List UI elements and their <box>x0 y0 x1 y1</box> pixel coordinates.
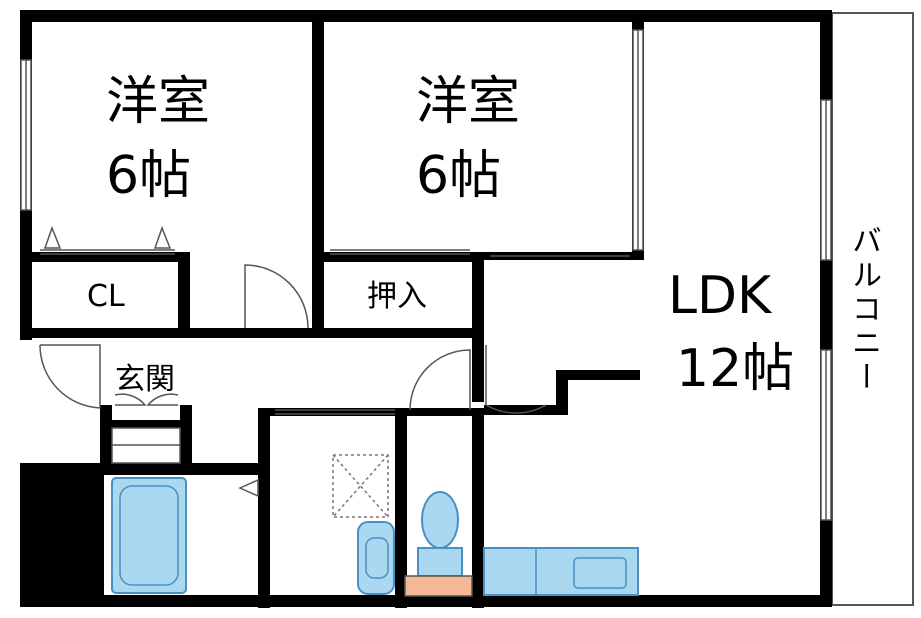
bathtub-inner <box>119 485 179 586</box>
sliding-doors <box>40 225 630 415</box>
oshiire-label: 押入 <box>367 279 427 314</box>
western-room-left-size: 6帖 <box>106 146 192 206</box>
entrance-label: 玄関 <box>115 362 175 397</box>
washer-pan <box>332 454 389 518</box>
toilet-bowl <box>421 491 459 549</box>
toilet-counter <box>404 575 473 597</box>
western-room-left-name: 洋室 <box>106 72 211 132</box>
toilet-tank <box>417 547 463 577</box>
utility-shaft <box>20 463 104 605</box>
western-room-right-size: 6帖 <box>416 146 502 206</box>
closet-label: CL <box>87 279 125 314</box>
windows <box>20 29 832 521</box>
washbasin-bowl <box>365 537 389 579</box>
kitchen-sink <box>573 557 627 589</box>
ldk-size: 12帖 <box>676 339 795 399</box>
faucet <box>238 478 259 498</box>
swing-doors <box>39 264 547 414</box>
balcony-label: バルコニー <box>846 225 881 395</box>
ldk-name: LDK <box>668 266 772 326</box>
shoe-cabinet <box>111 427 181 464</box>
western-room-right-name: 洋室 <box>416 72 521 132</box>
